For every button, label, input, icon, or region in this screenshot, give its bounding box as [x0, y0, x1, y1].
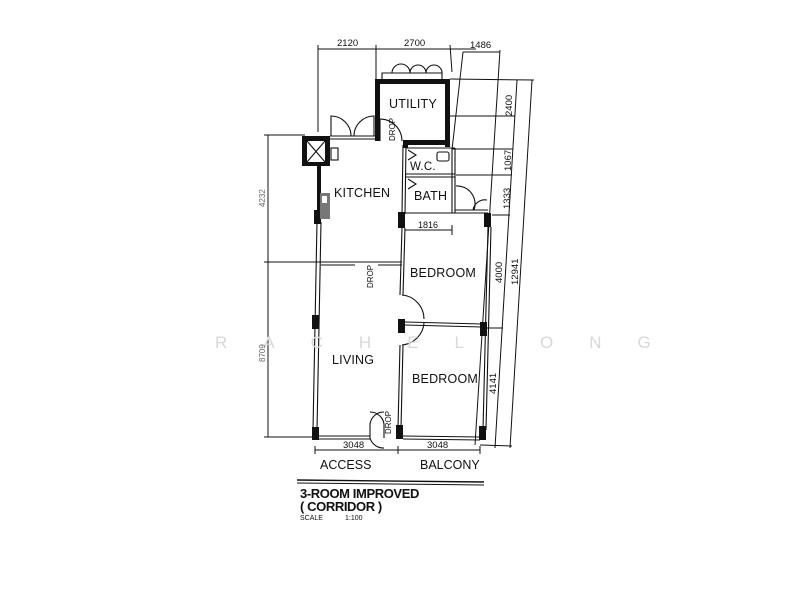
room-bedroom-1: BEDROOM — [410, 266, 476, 280]
total-dimension-line — [509, 79, 533, 449]
drop-label-utility: DROP — [388, 117, 397, 141]
dim-top-3: 1486 — [470, 40, 492, 51]
drop-label-living-top: DROP — [366, 264, 375, 288]
dim-top-2: 2700 — [404, 38, 426, 49]
label-access: ACCESS — [320, 458, 372, 472]
room-living: LIVING — [332, 353, 375, 367]
label-balcony: BALCONY — [420, 458, 480, 472]
dim-top-1: 2120 — [337, 38, 359, 49]
dim-left-2: 8709 — [258, 344, 267, 362]
dim-right-4: 4000 — [494, 261, 505, 283]
plan-title: 3-ROOM IMPROVED — [300, 486, 419, 501]
watermark: RACHEL ONG — [215, 333, 687, 352]
plan-subtitle: ( CORRIDOR ) — [300, 499, 382, 514]
scale-label: SCALE — [300, 515, 323, 522]
room-kitchen: KITCHEN — [334, 186, 391, 200]
room-utility: UTILITY — [389, 97, 437, 111]
dim-right-1: 2400 — [504, 94, 515, 116]
dim-right-3: 1333 — [502, 187, 513, 209]
room-bath: BATH — [414, 189, 448, 203]
room-wc: W.C. — [410, 161, 436, 173]
walls — [302, 79, 491, 440]
dim-internal: 1816 — [418, 220, 439, 230]
sink-icon — [320, 193, 330, 219]
dim-right-5: 4141 — [488, 372, 499, 394]
dim-bottom-1: 3048 — [343, 440, 365, 451]
drop-label-living-bottom: DROP — [384, 410, 393, 434]
scale-value: 1:100 — [345, 515, 363, 522]
dim-bottom-2: 3048 — [427, 440, 449, 451]
dim-right-2: 1067 — [503, 149, 514, 171]
dim-right-total: 12941 — [510, 258, 521, 285]
dim-left-1: 4232 — [258, 189, 267, 207]
right-dimension-line — [494, 79, 518, 449]
room-bedroom-2: BEDROOM — [412, 372, 478, 386]
